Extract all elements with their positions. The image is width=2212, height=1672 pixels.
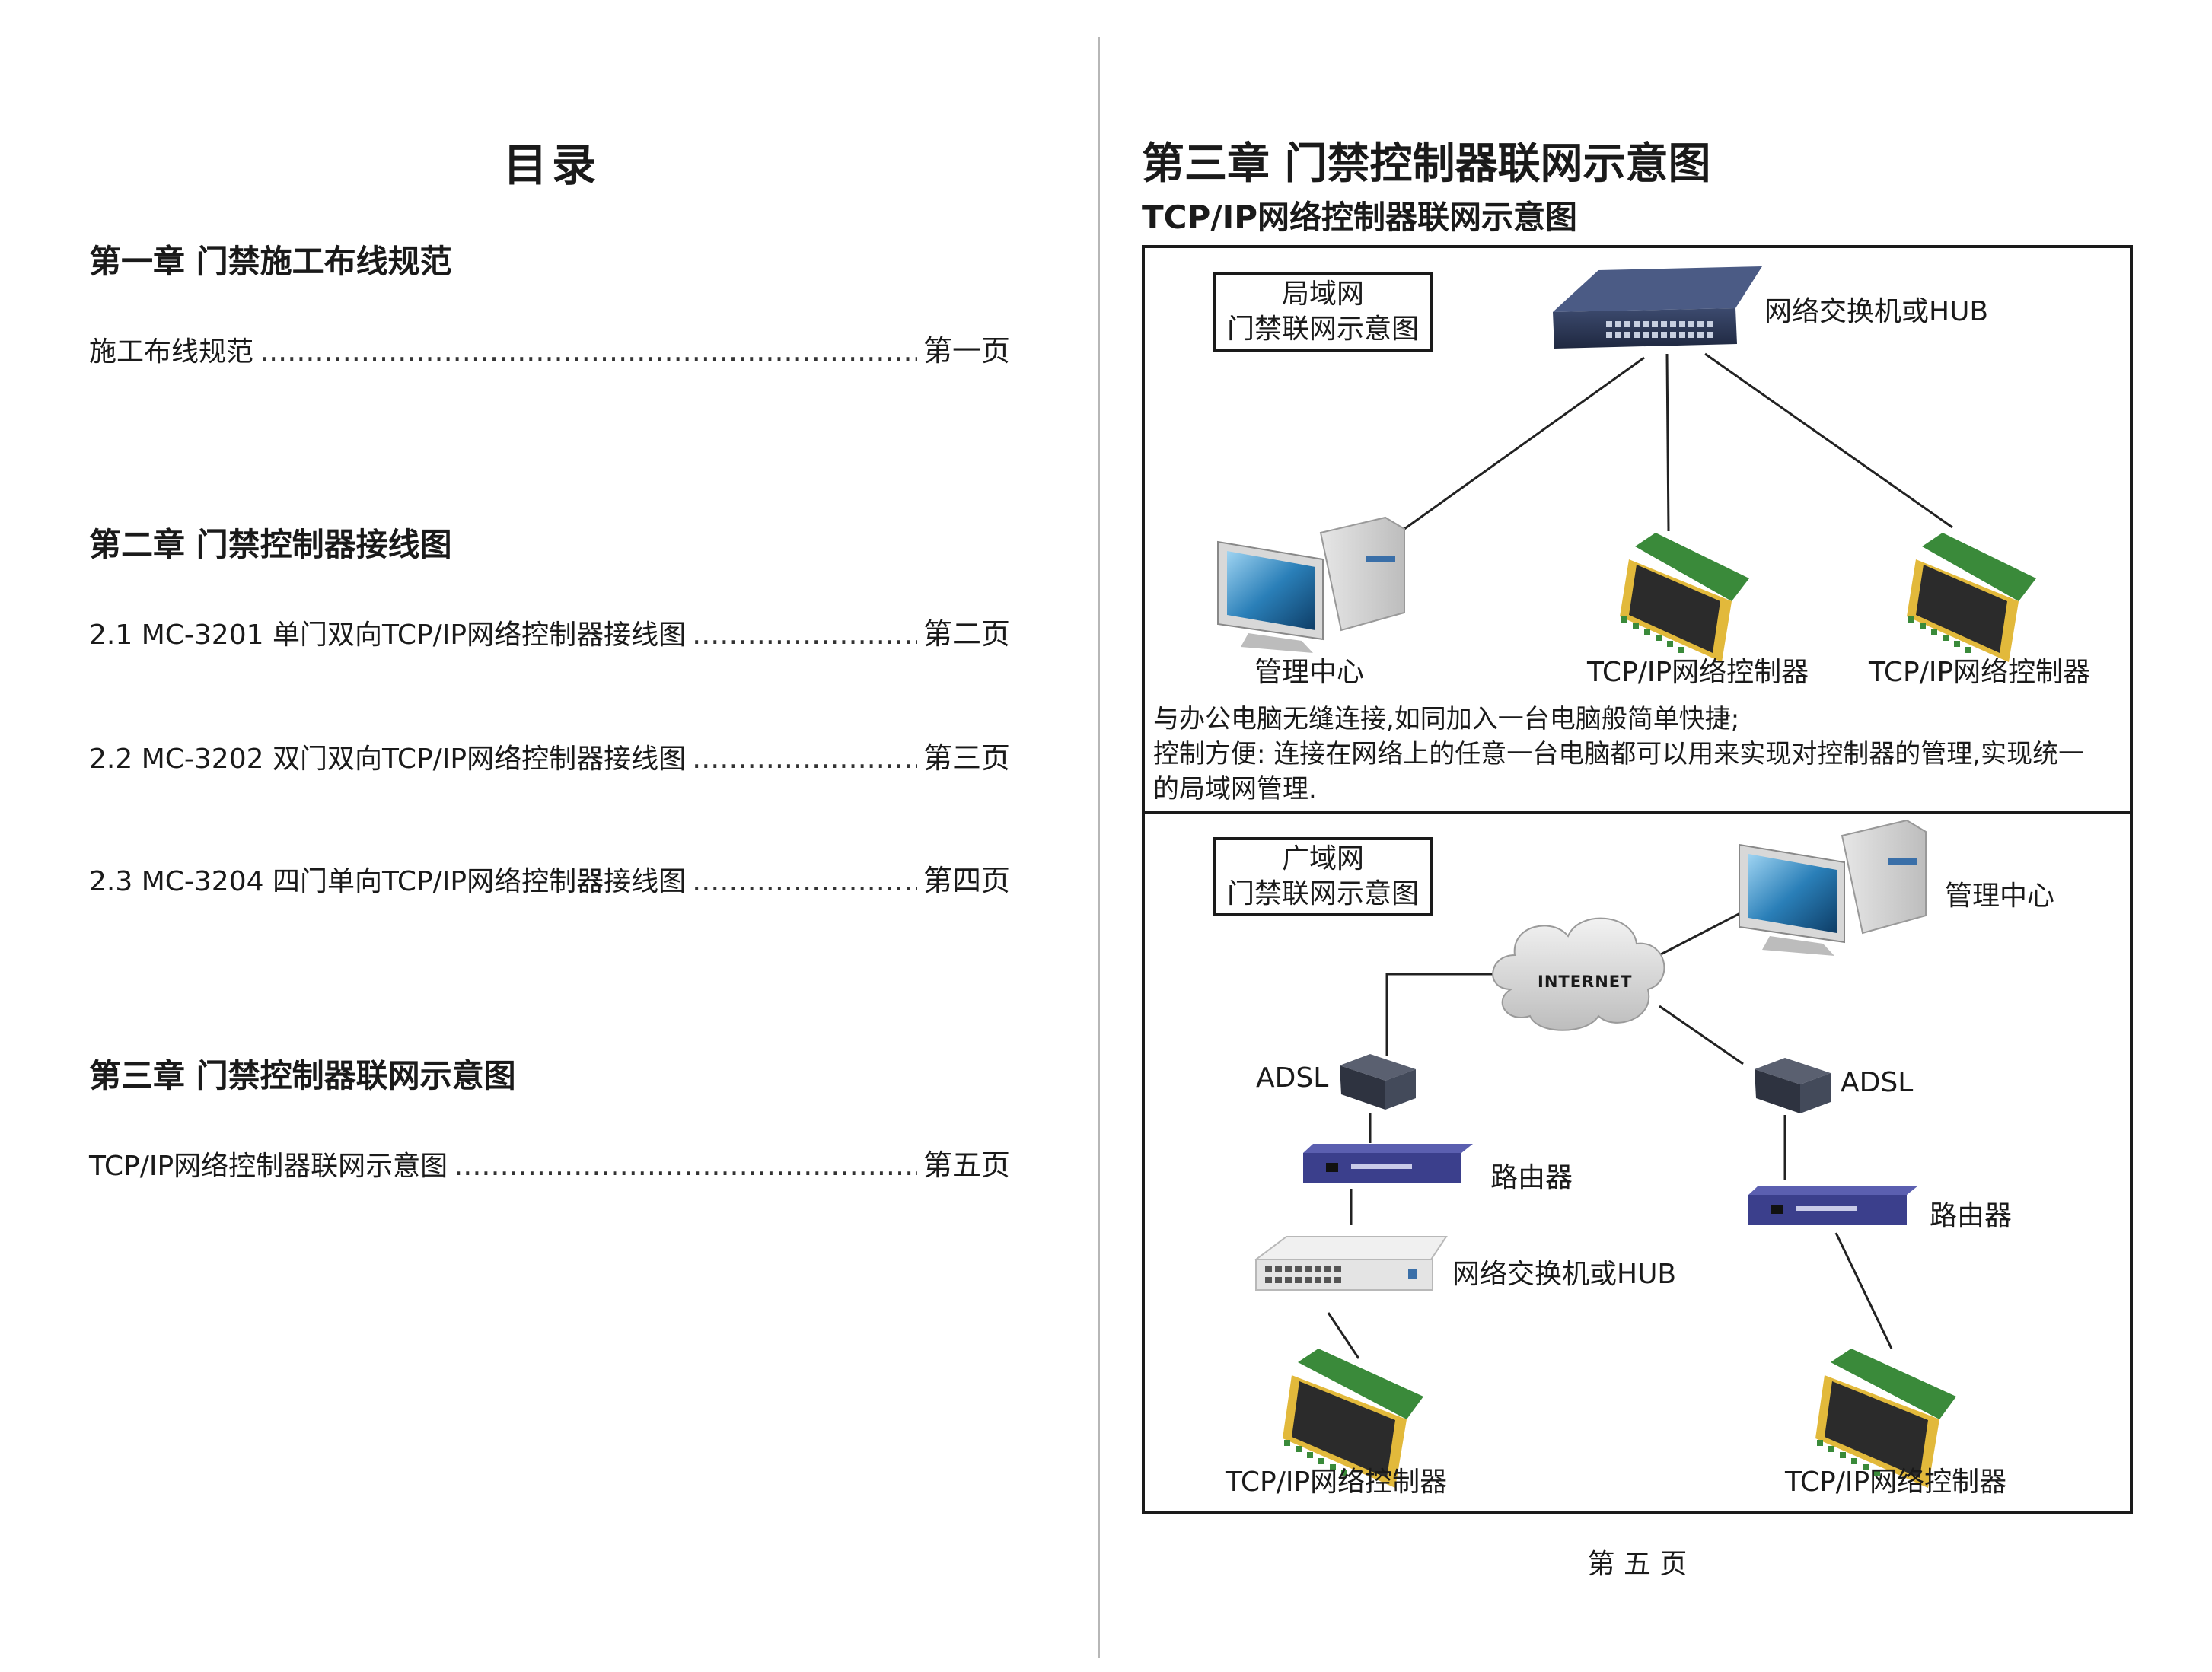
toc-entry-label: 施工布线规范 <box>89 336 254 368</box>
page-subtitle: TCP/IP网络控制器联网示意图 <box>1142 199 1578 236</box>
lan-desc-line: 与办公电脑无缝连接,如同加入一台电脑般简单快捷; <box>1153 704 1740 734</box>
lan-box-label: 局域网 门禁联网示意图 <box>1213 272 1433 352</box>
toc-entry-page: 第二页 <box>923 617 1010 651</box>
chapter1-heading: 第一章 门禁施工布线规范 <box>89 243 452 280</box>
chapter2-heading: 第二章 门禁控制器接线图 <box>89 526 452 563</box>
wan-box-label: 广域网 门禁联网示意图 <box>1213 837 1433 916</box>
toc-entry[interactable]: 2.1 MC-3201 单门双向TCP/IP网络控制器接线图 .........… <box>89 610 1010 652</box>
diagram-frame <box>1142 245 2133 1514</box>
wan-box-line1: 广域网 <box>1281 843 1364 874</box>
lan-controller-label-1: TCP/IP网络控制器 <box>1587 657 1809 688</box>
internet-label: INTERNET <box>1538 973 1633 991</box>
toc-entry-label: TCP/IP网络控制器联网示意图 <box>89 1151 448 1182</box>
toc-entry[interactable]: 2.3 MC-3204 四门单向TCP/IP网络控制器接线图 .........… <box>89 857 1010 899</box>
toc-entry-label: 2.1 MC-3201 单门双向TCP/IP网络控制器接线图 <box>89 619 687 651</box>
toc-entry-page: 第一页 <box>923 334 1010 368</box>
lan-box-line2: 门禁联网示意图 <box>1226 314 1419 345</box>
lan-desc-line: 的局域网管理. <box>1153 774 1317 804</box>
diagram-divider <box>1142 811 2133 814</box>
wan-controller-left-label: TCP/IP网络控制器 <box>1226 1467 1448 1498</box>
toc-entry-leader: ........................................… <box>260 334 917 368</box>
lan-description: 与办公电脑无缝连接,如同加入一台电脑般简单快捷; 控制方便: 连接在网络上的任意… <box>1153 702 2128 807</box>
toc-entry-page: 第五页 <box>923 1148 1010 1182</box>
toc-entry[interactable]: TCP/IP网络控制器联网示意图 .......................… <box>89 1142 1010 1183</box>
lan-controller-label-2: TCP/IP网络控制器 <box>1869 657 2091 688</box>
page-title: 第三章 门禁控制器联网示意图 <box>1142 139 1711 189</box>
toc-entry[interactable]: 施工布线规范 .................................… <box>89 327 1010 369</box>
wan-switch-label: 网络交换机或HUB <box>1452 1259 1677 1290</box>
toc-entry[interactable]: 2.2 MC-3202 双门双向TCP/IP网络控制器接线图 .........… <box>89 734 1010 776</box>
wan-pc-label: 管理中心 <box>1945 881 2055 912</box>
toc-entry-label: 2.3 MC-3204 四门单向TCP/IP网络控制器接线图 <box>89 866 687 897</box>
wan-controller-right-label: TCP/IP网络控制器 <box>1785 1467 2007 1498</box>
page-number: 第 五 页 <box>1587 1549 1688 1580</box>
lan-box-line1: 局域网 <box>1281 279 1364 310</box>
adsl-right-label: ADSL <box>1841 1067 1914 1098</box>
lan-pc-label: 管理中心 <box>1254 657 1365 688</box>
page-spine <box>1098 37 1100 1658</box>
toc-title: 目录 <box>502 139 601 191</box>
toc-entry-label: 2.2 MC-3202 双门双向TCP/IP网络控制器接线图 <box>89 744 687 775</box>
toc-entry-leader: ........................................… <box>454 1148 917 1182</box>
adsl-left-label: ADSL <box>1256 1062 1329 1094</box>
wan-box-line2: 门禁联网示意图 <box>1226 878 1419 909</box>
toc-entry-page: 第四页 <box>923 864 1010 897</box>
toc-entry-page: 第三页 <box>923 741 1010 775</box>
lan-switch-label: 网络交换机或HUB <box>1764 296 1989 327</box>
toc-entry-leader: ........................................… <box>692 617 917 651</box>
lan-desc-line: 控制方便: 连接在网络上的任意一台电脑都可以用来实现对控制器的管理,实现统一 <box>1153 739 2085 769</box>
router-right-label: 路由器 <box>1930 1200 2013 1231</box>
chapter3-heading: 第三章 门禁控制器联网示意图 <box>89 1057 516 1094</box>
toc-entry-leader: ........................................… <box>692 864 917 897</box>
toc-entry-leader: ........................................… <box>692 741 917 775</box>
router-left-label: 路由器 <box>1490 1162 1573 1193</box>
